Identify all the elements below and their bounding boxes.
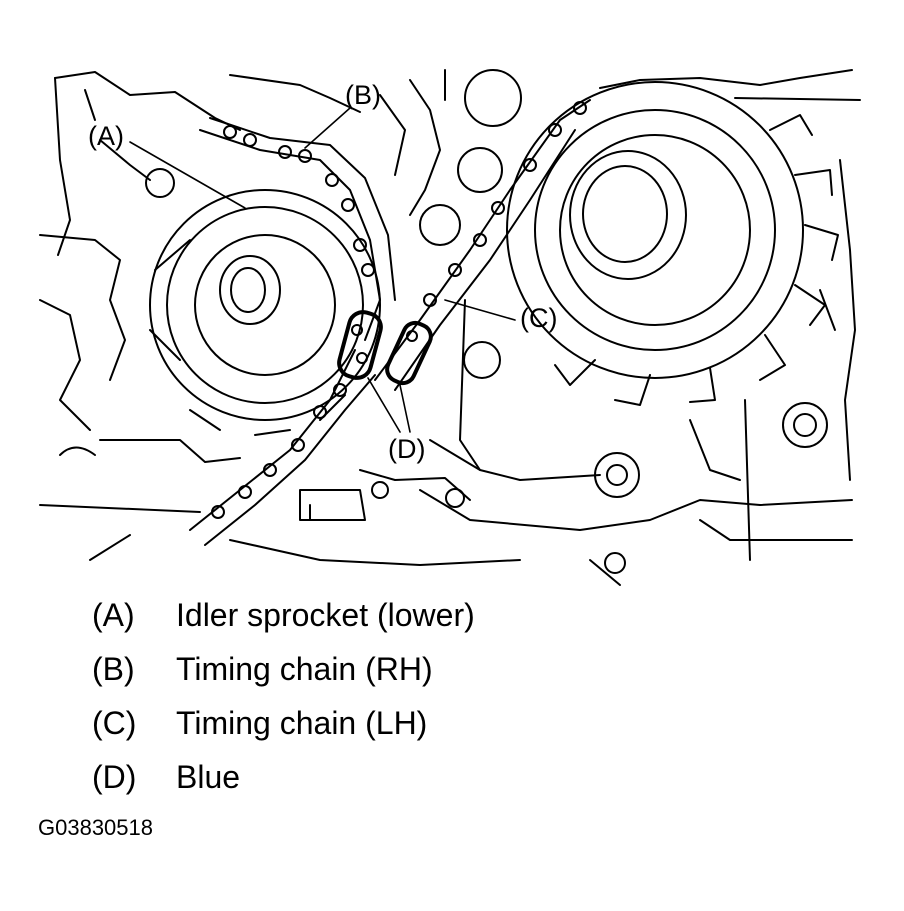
housing-bolts bbox=[145, 69, 828, 574]
figure-code: G03830518 bbox=[38, 815, 153, 840]
idler-sprocket-icon bbox=[149, 189, 381, 436]
blue-link-marks bbox=[337, 310, 433, 386]
legend-row: (B) Timing chain (RH) bbox=[92, 642, 475, 696]
legend-row: (D) Blue bbox=[92, 750, 475, 804]
callout-a: (A) bbox=[88, 121, 124, 151]
legend-text: Timing chain (LH) bbox=[176, 705, 428, 741]
legend-text: Timing chain (RH) bbox=[176, 651, 433, 687]
cam-sprocket-icon bbox=[506, 81, 839, 406]
callout-b: (B) bbox=[345, 80, 381, 110]
callout-c: (C) bbox=[520, 303, 557, 333]
legend-text: Idler sprocket (lower) bbox=[176, 597, 475, 633]
legend-key: (B) bbox=[92, 651, 135, 687]
legend-text: Blue bbox=[176, 759, 241, 795]
legend: (A) Idler sprocket (lower) (B) Timing ch… bbox=[92, 588, 475, 804]
callout-d: (D) bbox=[388, 434, 425, 464]
timing-chain-diagram: (A) (B) (C) (D) bbox=[39, 69, 861, 586]
legend-key: (A) bbox=[92, 597, 135, 633]
timing-chain-icon bbox=[189, 99, 591, 546]
engine-housing-outline bbox=[39, 69, 861, 586]
legend-key: (C) bbox=[92, 705, 137, 741]
leader-lines bbox=[129, 107, 516, 433]
legend-key: (D) bbox=[92, 759, 137, 795]
legend-row: (A) Idler sprocket (lower) bbox=[92, 588, 475, 642]
legend-row: (C) Timing chain (LH) bbox=[92, 696, 475, 750]
